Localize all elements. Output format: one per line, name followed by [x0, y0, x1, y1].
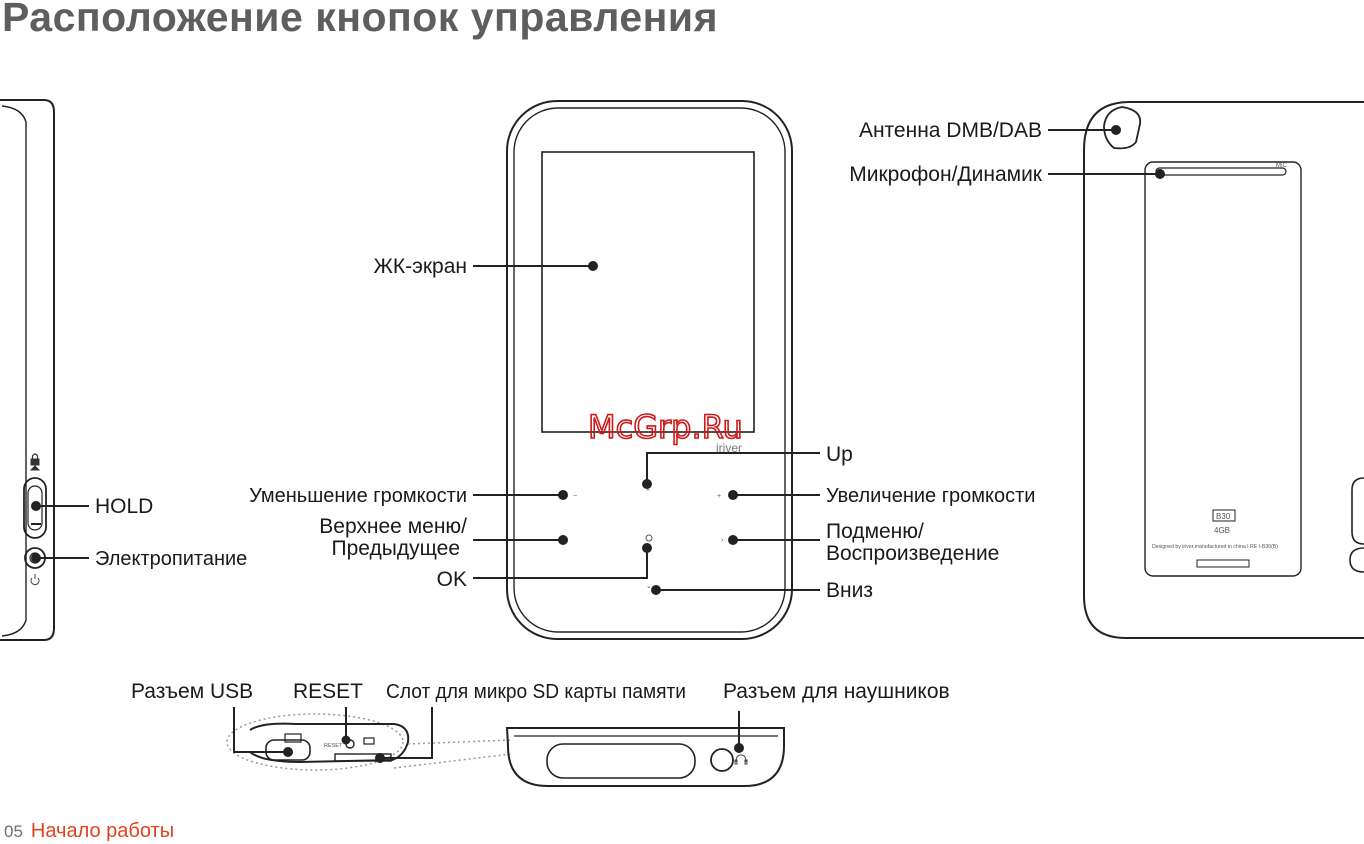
label-vol-up: Увеличение громкости [826, 485, 1035, 507]
label-down: Вниз [826, 579, 873, 602]
label-hold: HOLD [95, 495, 153, 518]
label-up: Up [826, 443, 853, 466]
device-icons: − + ‹ › ⌃ ⌄ iriver MIC B30 4GB Designed … [29, 163, 1288, 765]
label-next-line1: Подменю/ [826, 520, 924, 543]
usb-port [265, 739, 311, 761]
mic-speaker-grille [1155, 167, 1287, 176]
section-title: Начало работы [30, 820, 175, 842]
watermark-text: McGrp.Ru [588, 408, 743, 446]
antenna-dmb-dab [1103, 106, 1142, 150]
label-ok: OK [437, 568, 467, 591]
leader-dots [31, 125, 1165, 763]
svg-text:›: › [721, 537, 724, 544]
page-title: Расположение кнопок управления [2, 0, 719, 40]
svg-text:4GB: 4GB [1214, 526, 1230, 535]
label-reset: RESET [293, 680, 363, 703]
label-power: Электропитание [95, 548, 247, 570]
lcd-screen [541, 151, 755, 433]
label-lcd: ЖК-экран [374, 255, 467, 278]
label-mic: Микрофон/Динамик [849, 163, 1043, 186]
brand-logo: iriver [716, 441, 742, 455]
minus-icon: − [573, 493, 577, 500]
bottom-connector-zoom [226, 713, 513, 771]
front-view [506, 100, 793, 640]
svg-text:Designed by iriver,manufacture: Designed by iriver,manufactured in china… [1152, 544, 1278, 550]
label-vol-down: Уменьшение громкости [249, 485, 467, 507]
headphone-jack [710, 748, 734, 772]
leader-lines [36, 129, 1160, 759]
svg-text:⌃: ⌃ [645, 488, 651, 496]
headphone-icon [734, 754, 748, 765]
label-prev-line1: Верхнее меню/ [319, 515, 467, 538]
plus-icon: + [717, 493, 721, 500]
svg-text:MIC: MIC [1276, 163, 1288, 169]
label-next-line2: Воспроизведение [826, 542, 999, 565]
back-view [1083, 101, 1364, 639]
hold-switch[interactable] [23, 477, 47, 539]
page-number: 05 [4, 822, 23, 841]
svg-text:RESET: RESET [324, 743, 343, 749]
svg-text:⌄: ⌄ [646, 583, 652, 590]
lock-icon [29, 453, 41, 471]
label-sd-slot: Слот для микро SD карты памяти [386, 681, 686, 703]
label-prev-line2: Предыдущее [332, 537, 461, 560]
svg-text:B30: B30 [1216, 512, 1231, 521]
label-antenna: Антенна DMB/DAB [859, 119, 1042, 142]
side-view [0, 99, 55, 641]
bottom-view [505, 727, 785, 787]
label-usb: Разъем USB [131, 680, 253, 703]
page-footer: 05 Начало работы [4, 820, 174, 843]
callout-labels: ЖК-экран Up Уменьшение громкости Увеличе… [95, 119, 1043, 703]
label-headphones: Разъем для наушников [723, 680, 950, 703]
power-icon [30, 574, 40, 586]
